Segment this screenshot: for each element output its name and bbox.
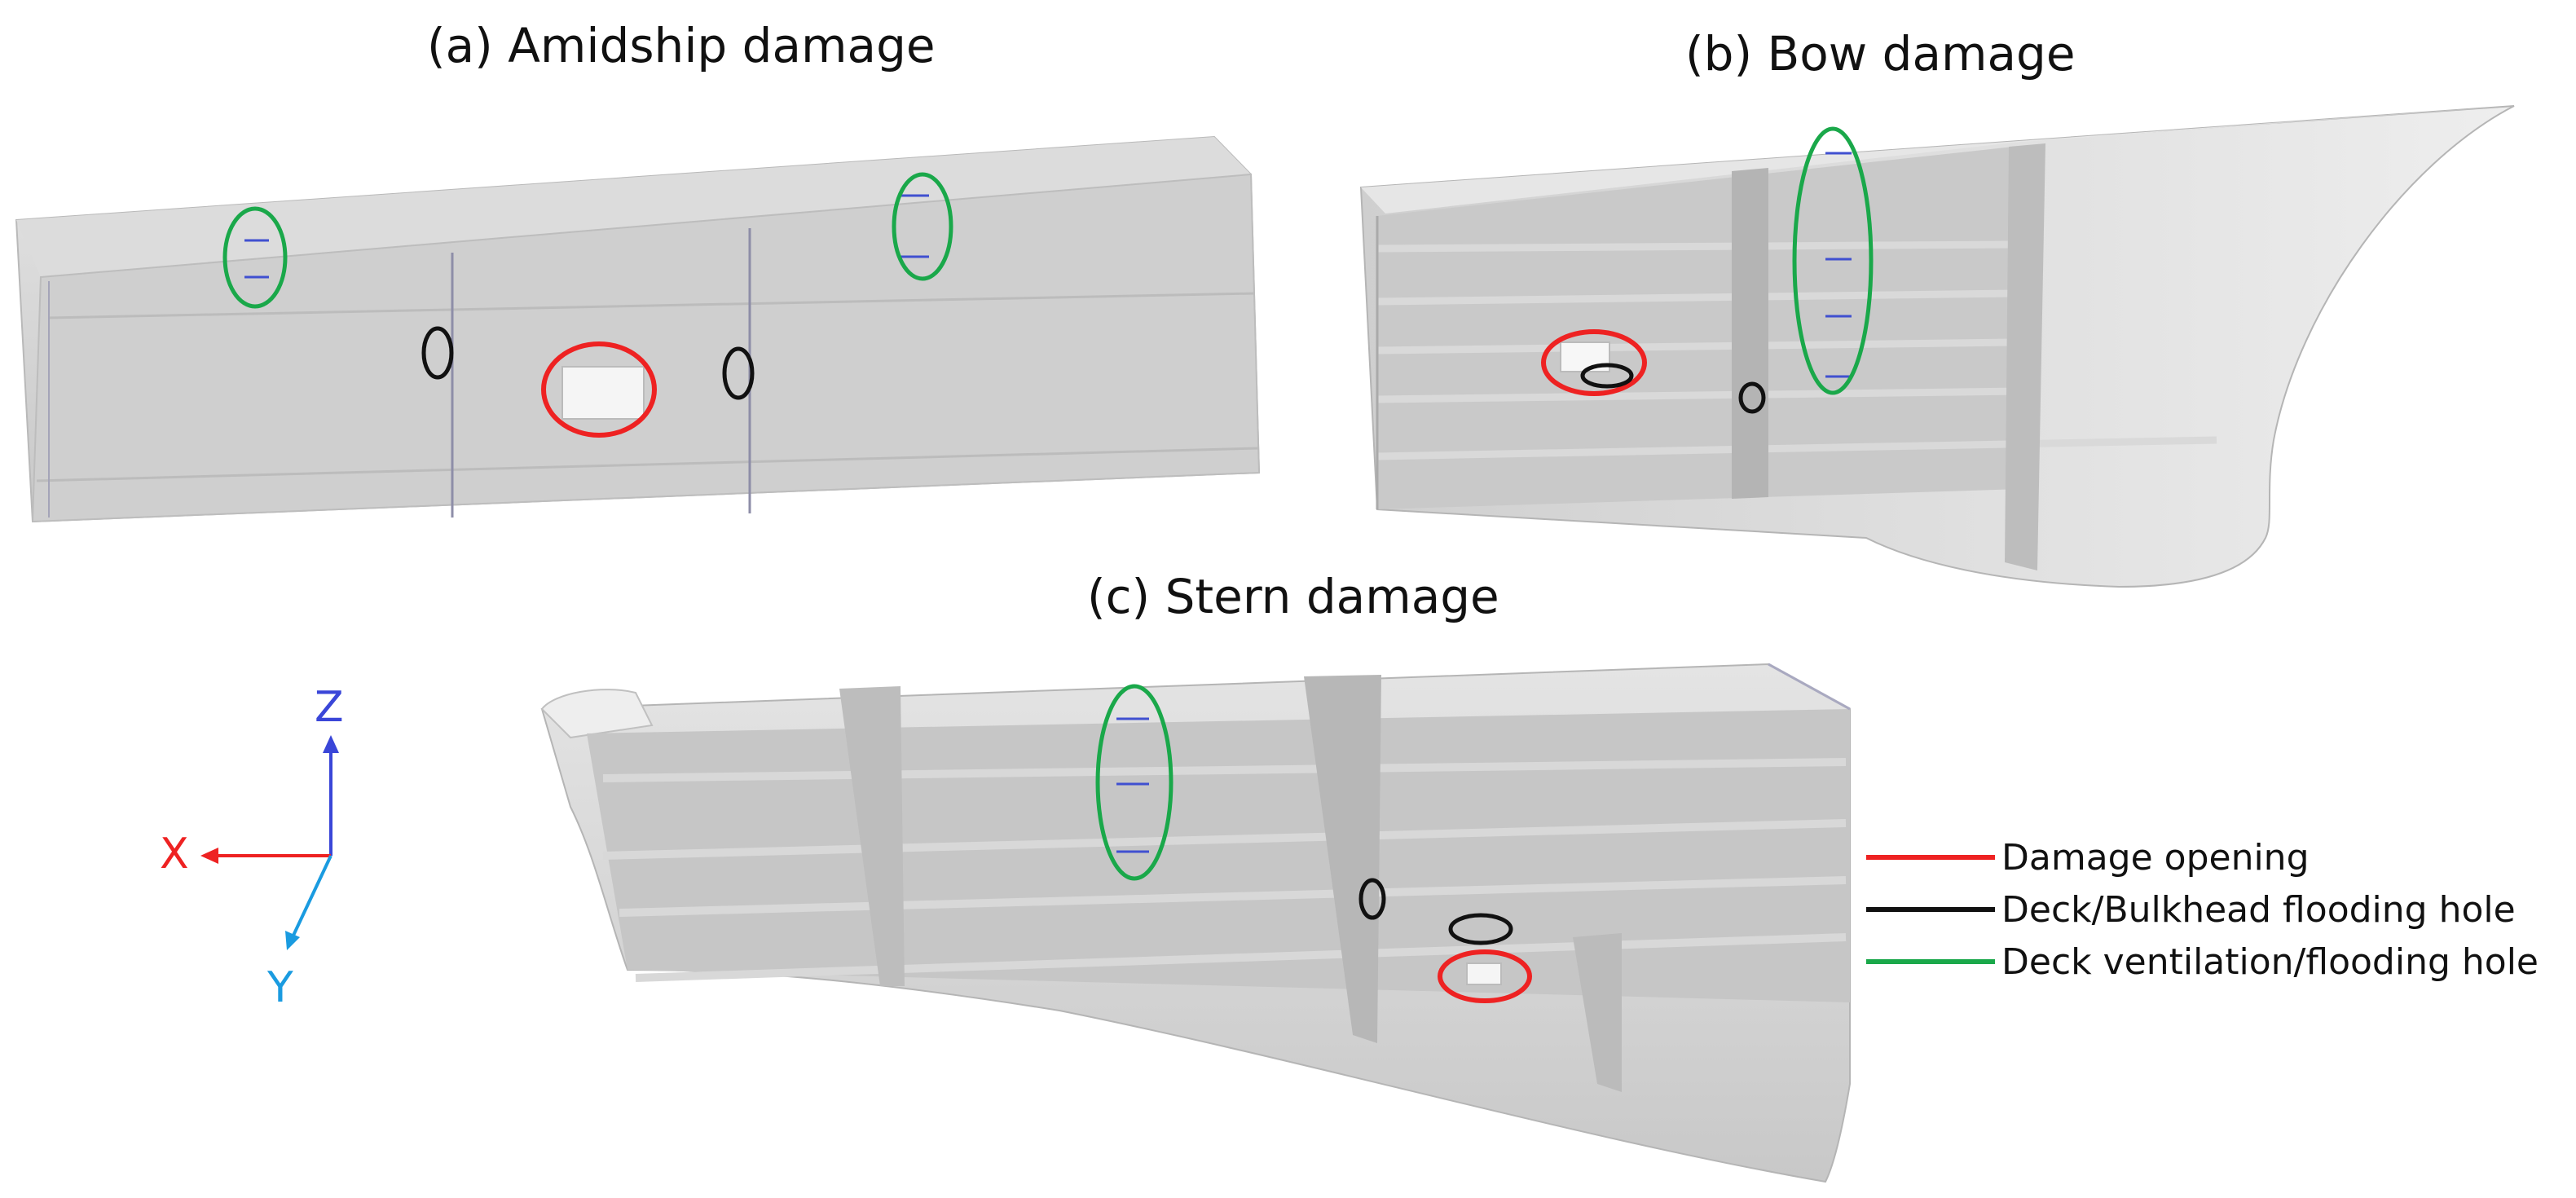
bow-damage-opening-marker [1541, 329, 1647, 396]
axis-label-x: X [160, 830, 189, 879]
legend-label: Deck ventilation/flooding hole [2001, 940, 2539, 983]
legend-swatch-damage-opening [1866, 855, 1995, 860]
stern-bulkhead-hole-marker-1 [1358, 878, 1386, 920]
axis-label-z: Z [315, 683, 344, 732]
panel-title-stern: (c) Stern damage [1087, 569, 1499, 624]
bow-hull-model [1359, 105, 2515, 588]
stern-bulkhead-hole-marker-2 [1448, 913, 1513, 945]
stern-ventilation-hole-marker [1095, 684, 1174, 881]
amidship-ventilation-hole-marker-1 [222, 206, 288, 309]
coordinate-axes [200, 735, 339, 950]
legend-label: Damage opening [2001, 836, 2310, 879]
amidship-damage-opening-marker [541, 341, 657, 438]
stern-damage-opening-marker [1438, 949, 1532, 1003]
legend-item-damage-opening: Damage opening [1866, 833, 2310, 882]
amidship-bulkhead-hole-marker-1 [421, 326, 454, 380]
bow-bulkhead-hole-marker-2 [1738, 381, 1766, 414]
bow-bulkhead-hole-marker-1 [1580, 363, 1634, 389]
axis-label-y: Y [267, 963, 293, 1012]
panel-title-amidship: (a) Amidship damage [427, 18, 936, 73]
legend-item-ventilation-hole: Deck ventilation/flooding hole [1866, 937, 2539, 986]
legend-swatch-bulkhead-hole [1866, 907, 1995, 912]
legend-swatch-ventilation-hole [1866, 959, 1995, 964]
amidship-hull-model [15, 135, 1261, 523]
bow-ventilation-hole-marker [1792, 126, 1874, 395]
y-axis-arrow [290, 855, 332, 940]
legend-label: Deck/Bulkhead flooding hole [2001, 888, 2516, 931]
amidship-ventilation-hole-marker-2 [892, 172, 953, 281]
stern-hull-model [540, 663, 1851, 1183]
legend-item-bulkhead-hole: Deck/Bulkhead flooding hole [1866, 885, 2516, 934]
amidship-bulkhead-hole-marker-2 [722, 346, 755, 400]
panel-title-bow: (b) Bow damage [1685, 26, 2076, 81]
